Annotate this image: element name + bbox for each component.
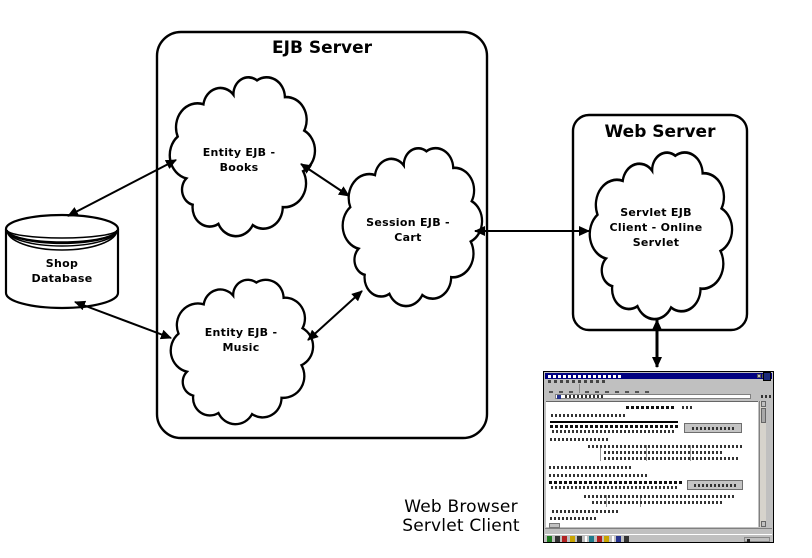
arrow-db-music: [74, 300, 172, 340]
table-row: [604, 457, 738, 460]
taskbar-icon: [554, 536, 560, 542]
text-line: [549, 481, 683, 484]
arrow-music-cart: [307, 290, 363, 341]
taskbar-icon: [616, 536, 621, 542]
page-button: [687, 480, 743, 490]
cloud-music-label: Entity EJB - Music: [204, 326, 278, 354]
location-icon: [557, 394, 561, 399]
system-tray: [744, 536, 770, 542]
arrow-books-cart: [300, 163, 350, 197]
taskbar-icon: [596, 536, 602, 542]
browser-scrollbar: [759, 401, 766, 527]
taskbar: [545, 534, 772, 542]
taskbar-icon: [569, 536, 575, 542]
arrow-db-books: [67, 159, 177, 217]
menubar-text-line: [548, 380, 606, 383]
table: [588, 445, 744, 461]
table-row: [592, 501, 722, 504]
taskbar-icon: [604, 536, 609, 542]
browser-toolbar: [545, 384, 761, 399]
address-text-line: [761, 395, 771, 398]
table-row: [604, 451, 724, 454]
taskbar-icon: [589, 536, 594, 542]
cloud-cart-label: Session EJB - Cart: [366, 216, 450, 244]
taskbar-icon: [562, 536, 567, 542]
browser-content: [546, 401, 758, 528]
taskbar-separator: [611, 536, 614, 542]
text-line: [550, 425, 680, 428]
horizontal-rule: [550, 421, 678, 423]
button-text-line: [691, 427, 735, 430]
titlebar-text-line: [548, 374, 623, 378]
page-button: [684, 423, 742, 433]
scroll-down-icon: [760, 521, 766, 527]
netscape-logo-icon: [763, 372, 771, 381]
browser-caption: Web Browser Servlet Client: [402, 497, 520, 536]
web-server-title: Web Server: [604, 122, 716, 142]
taskbar-separator: [584, 536, 587, 542]
browser-window: [543, 371, 774, 543]
tray-icon: [747, 538, 750, 542]
database-label: Shop Database: [31, 257, 93, 285]
page-heading-line: [626, 406, 676, 409]
ejb-server-title: EJB Server: [272, 38, 372, 58]
browser-statusbar: [545, 527, 772, 534]
address-field: [555, 394, 751, 399]
address-text-line: [565, 395, 605, 398]
button-text-line: [694, 484, 736, 487]
table: [584, 495, 734, 507]
browser-menubar: [545, 379, 772, 384]
text-line: [549, 466, 631, 469]
text-line: [551, 414, 626, 417]
text-line: [552, 510, 618, 513]
start-button-icon: [547, 536, 552, 542]
text-line: [552, 430, 676, 433]
scroll-up-icon: [760, 401, 766, 407]
table-row: [584, 495, 734, 498]
text-line: [550, 517, 596, 520]
text-line: [550, 438, 608, 441]
text-line: [549, 474, 649, 477]
browser-addressbar: [545, 393, 772, 400]
cloud-books-label: Entity EJB - Books: [202, 146, 276, 174]
shop-database-cylinder: [4, 213, 120, 310]
page-heading-line: [682, 406, 694, 409]
table-row: [588, 445, 744, 448]
toolbar-separator: [579, 384, 580, 393]
minimize-icon: [757, 373, 761, 378]
text-line: [551, 486, 679, 489]
cloud-servlet-label: Servlet EJB Client - Online Servlet: [609, 206, 703, 249]
taskbar-icon: [577, 536, 582, 542]
table-rule: [600, 445, 601, 461]
taskbar-icon: [623, 536, 629, 542]
scrollbar-thumb: [760, 408, 766, 423]
